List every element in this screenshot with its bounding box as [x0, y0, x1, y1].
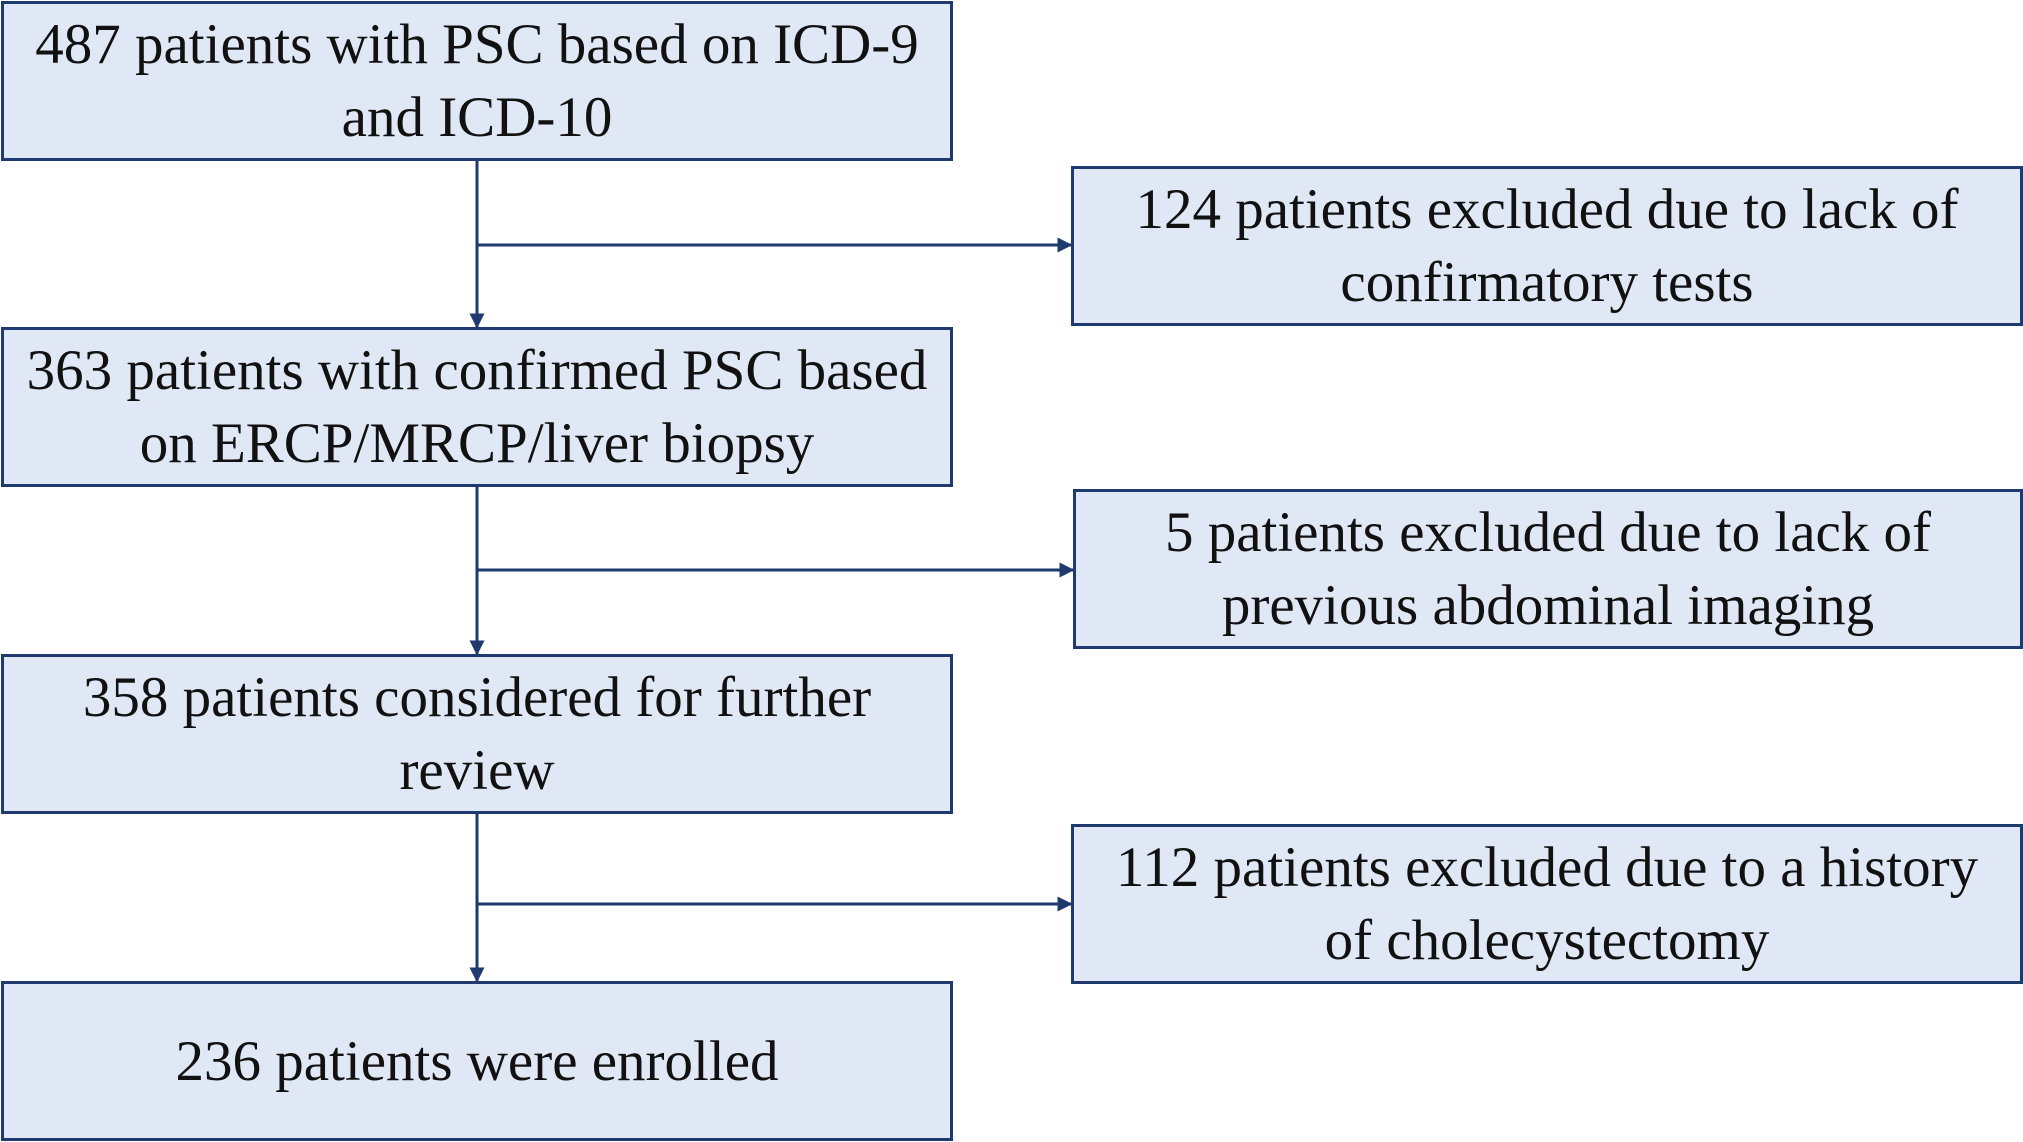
step-box-initial-cohort: 487 patients with PSC based on ICD-9 and… [1, 1, 953, 161]
step-text-confirmed-psc: 363 patients with confirmed PSC based on… [26, 339, 928, 475]
exclusion-box-cholecystectomy: 112 patients excluded due to a history o… [1071, 824, 2023, 984]
step-text-enrolled: 236 patients were enrolled [175, 1029, 779, 1093]
exclusion-text-no-confirmatory-tests: 124 patients excluded due to lack of con… [1135, 178, 1959, 314]
step-box-confirmed-psc: 363 patients with confirmed PSC based on… [1, 327, 953, 487]
step-box-enrolled: 236 patients were enrolled [1, 981, 953, 1141]
step-text-initial-cohort: 487 patients with PSC based on ICD-9 and… [35, 13, 919, 149]
exclusion-box-no-confirmatory-tests: 124 patients excluded due to lack of con… [1071, 166, 2023, 326]
exclusion-text-no-imaging: 5 patients excluded due to lack of previ… [1164, 501, 1932, 637]
step-text-further-review: 358 patients considered for further revi… [82, 666, 872, 802]
step-box-further-review: 358 patients considered for further revi… [1, 654, 953, 814]
exclusion-box-no-imaging: 5 patients excluded due to lack of previ… [1073, 489, 2023, 649]
exclusion-text-cholecystectomy: 112 patients excluded due to a history o… [1115, 836, 1979, 972]
